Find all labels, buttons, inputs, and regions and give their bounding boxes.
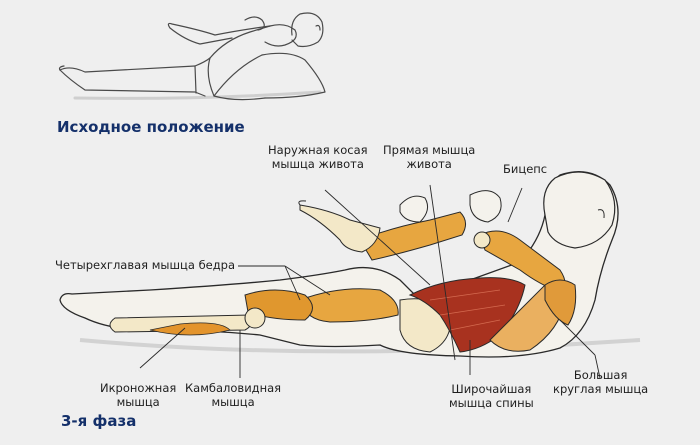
label-latissimus: Широчайшая мышца спины (449, 382, 534, 410)
label-biceps: Бицепс (503, 162, 548, 176)
label-external-oblique: Наружная косая мышца живота (268, 143, 368, 171)
starting-position-figure (58, 12, 326, 101)
leader-lines (139, 184, 601, 379)
label-quadriceps: Четырехглавая мышца бедра (55, 258, 236, 272)
caption-starting-position: Исходное положение (57, 118, 245, 136)
caption-phase-three: 3-я фаза (61, 412, 137, 430)
label-soleus: Камбаловидная мышца (185, 381, 282, 409)
phase-three-figure (59, 171, 641, 358)
label-teres-major: Большая круглая мышца (553, 368, 649, 396)
label-gastrocnemius: Икроножная мышца (100, 381, 177, 409)
label-rectus-abdominis: Прямая мышца живота (383, 143, 476, 171)
